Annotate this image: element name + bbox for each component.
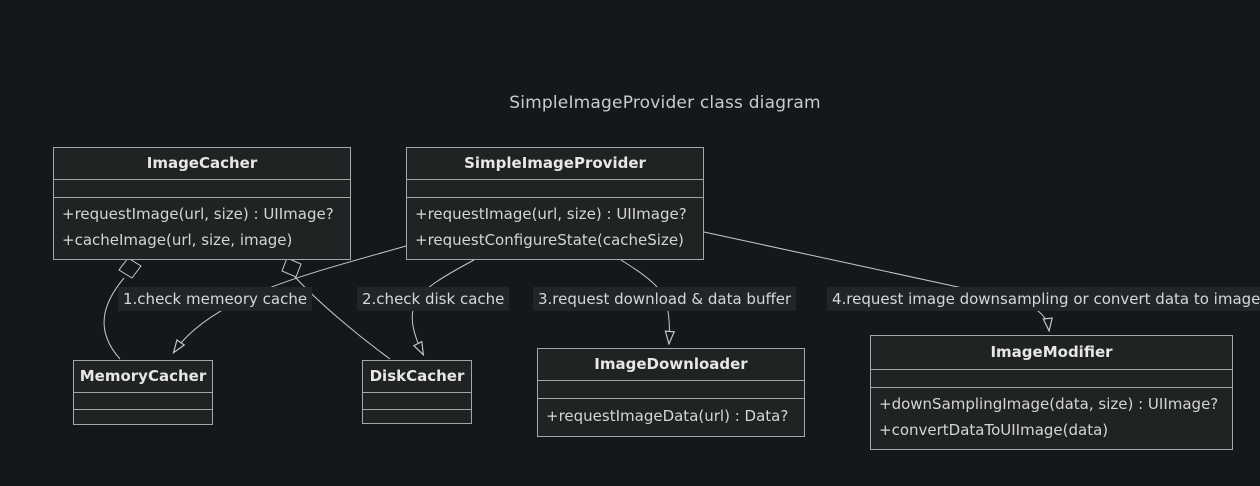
edge-label-request-download: 3.request download & data buffer: [533, 287, 797, 311]
class-title: SimpleImageProvider: [407, 148, 703, 180]
diagram-title: SimpleImageProvider class diagram: [509, 93, 821, 113]
class-title: ImageCacher: [54, 148, 350, 180]
aggregation-diamond-memorycacher: [118, 257, 142, 279]
class-attributes-empty: [363, 393, 471, 410]
class-box-imagemodifier: ImageModifier +downSamplingImage(data, s…: [870, 335, 1233, 450]
class-method: +downSamplingImage(data, size) : UIImage…: [879, 395, 1219, 413]
edge-imagecacher-memorycacher: [103, 277, 125, 360]
class-methods: +requestImage(url, size) : UIImage? +req…: [407, 198, 703, 259]
class-box-diskcacher: DiskCacher: [362, 360, 472, 424]
class-method: +requestImage(url, size) : UIImage?: [62, 205, 334, 223]
edge-label-check-disk-cache: 2.check disk cache: [357, 287, 510, 311]
class-methods-empty: [74, 410, 212, 424]
class-methods: +requestImage(url, size) : UIImage? +cac…: [54, 198, 350, 259]
class-attributes-empty: [538, 381, 804, 399]
class-method: +requestImageData(url) : Data?: [546, 407, 789, 425]
class-box-imagecacher: ImageCacher +requestImage(url, size) : U…: [53, 147, 351, 260]
class-methods: +requestImageData(url) : Data?: [538, 399, 804, 436]
class-method: +requestConfigureState(cacheSize): [415, 231, 684, 249]
class-attributes-empty: [54, 180, 350, 198]
edge-label-request-downsampling: 4.request image downsampling or convert …: [827, 287, 1260, 311]
class-methods-empty: [363, 410, 471, 423]
class-method: +convertDataToUIImage(data): [879, 421, 1109, 439]
class-title: DiskCacher: [363, 361, 471, 393]
edge-label-check-memory-cache: 1.check memeory cache: [118, 287, 313, 311]
class-title: ImageDownloader: [538, 349, 804, 381]
edge-simpleimageprovider-imagemodifier-upper: [703, 231, 959, 288]
class-attributes-empty: [871, 370, 1232, 388]
class-box-memorycacher: MemoryCacher: [73, 360, 213, 425]
class-title: MemoryCacher: [74, 361, 212, 393]
class-method: +requestImage(url, size) : UIImage?: [415, 205, 687, 223]
class-box-imagedownloader: ImageDownloader +requestImageData(url) :…: [537, 348, 805, 437]
class-method: +cacheImage(url, size, image): [62, 231, 293, 249]
class-attributes-empty: [407, 180, 703, 198]
class-methods: +downSamplingImage(data, size) : UIImage…: [871, 388, 1232, 449]
class-attributes-empty: [74, 393, 212, 410]
class-box-simpleimageprovider: SimpleImageProvider +requestImage(url, s…: [406, 147, 704, 260]
class-title: ImageModifier: [871, 336, 1232, 370]
aggregation-diamond-diskcacher: [281, 257, 302, 278]
edge-imagecacher-diskcacher: [294, 276, 391, 360]
